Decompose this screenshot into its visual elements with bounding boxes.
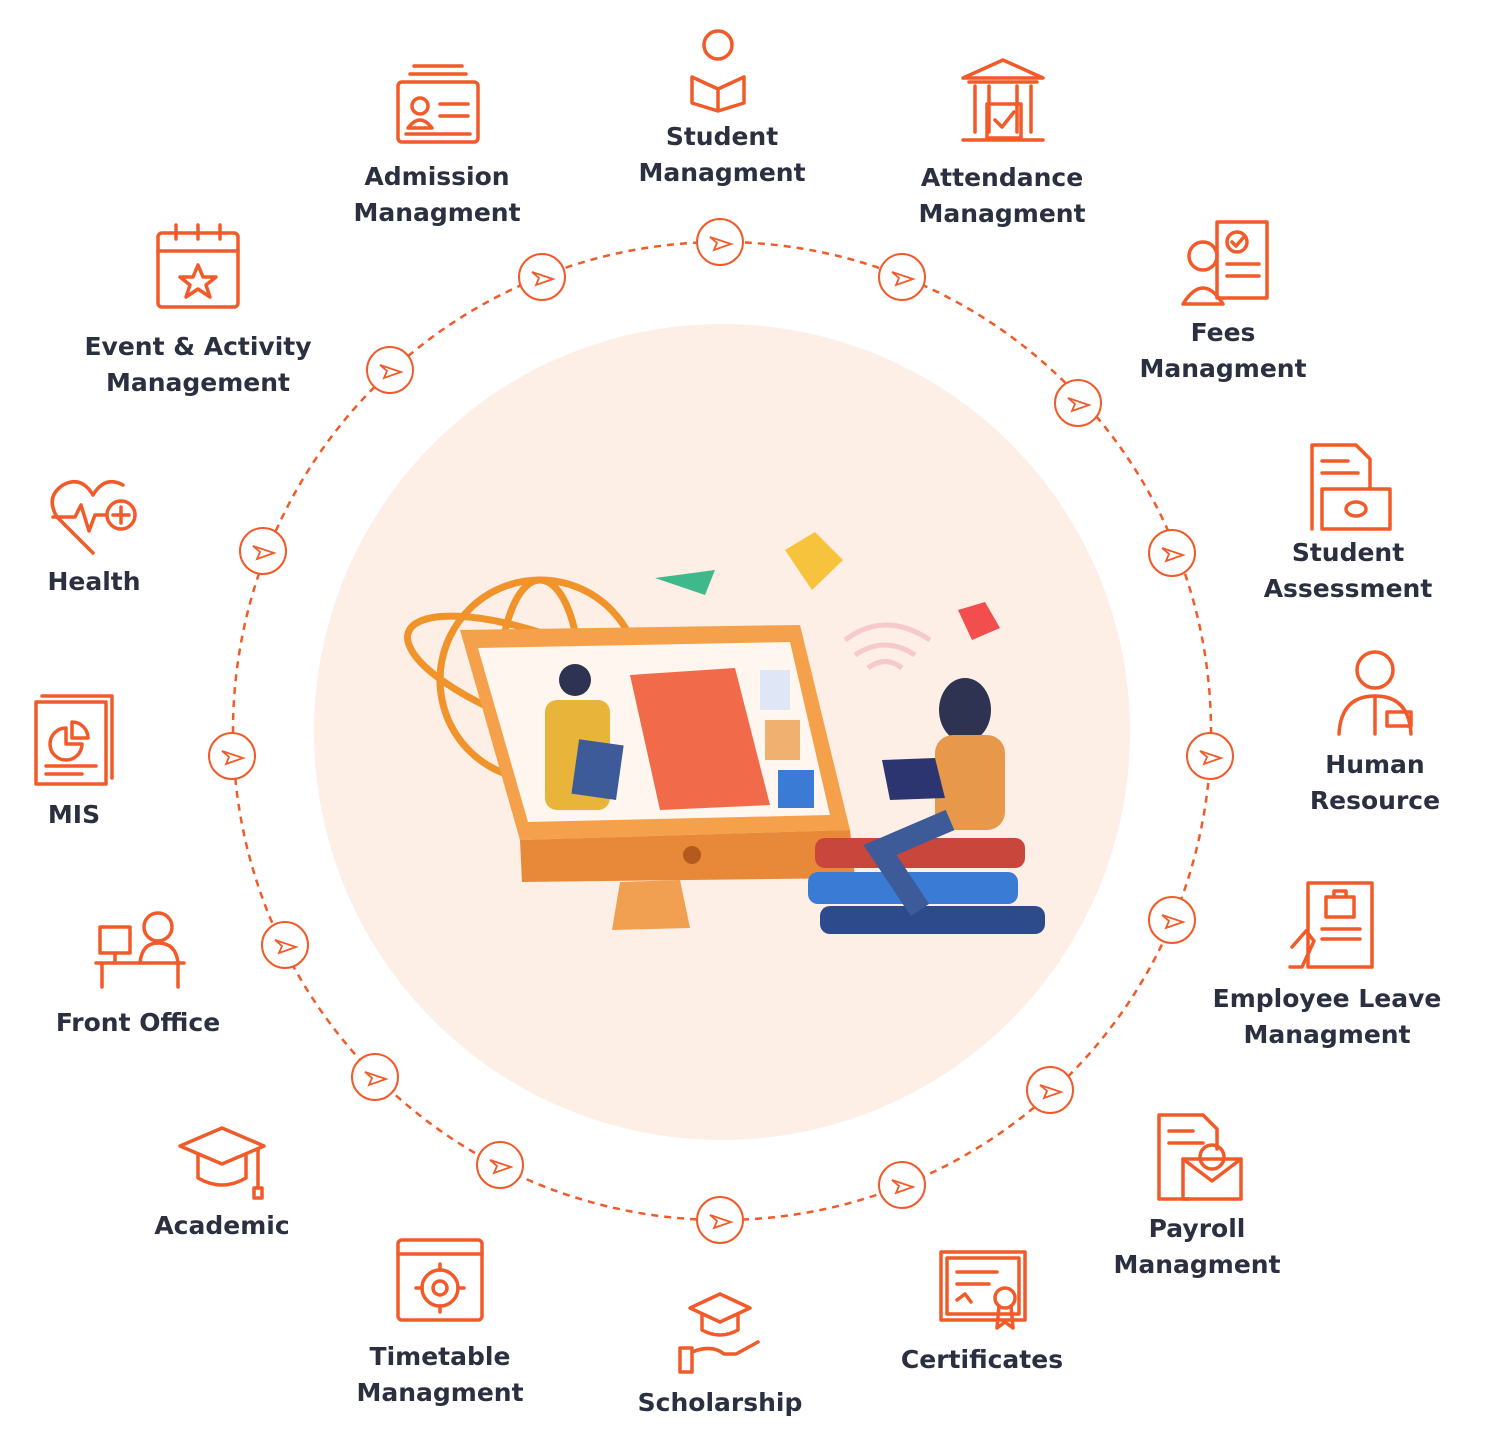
document-money-icon: [1300, 439, 1396, 535]
center-illustration: [404, 532, 1045, 934]
ring-node: [351, 1053, 399, 1101]
module-label-academic: Academic: [154, 1208, 289, 1244]
paper-plane-icon: [379, 364, 404, 380]
ring-node: [1054, 379, 1102, 427]
label-line: Managment: [353, 198, 521, 227]
module-label-front-office: Front Office: [56, 1005, 220, 1041]
label-line: Front Office: [55, 1008, 221, 1037]
label-line: Managment: [356, 1378, 524, 1407]
module-label-health: Health: [47, 564, 140, 600]
paper-plane-icon: [1161, 547, 1186, 563]
paper-plane-icon: [531, 271, 556, 287]
report-chart-icon: [26, 692, 122, 788]
label-line: Management: [105, 368, 291, 397]
ring-node: [696, 218, 744, 266]
heart-pulse-icon: [45, 467, 141, 563]
ring-node: [261, 921, 309, 969]
paper-plane-icon: [364, 1071, 389, 1087]
label-line: Event & Activity: [84, 332, 312, 361]
label-line: Payroll: [1148, 1214, 1246, 1243]
ring-node: [518, 253, 566, 301]
ring-node: [476, 1141, 524, 1189]
employee-icon: [1327, 642, 1423, 738]
label-line: Resource: [1309, 786, 1441, 815]
label-line: Managment: [918, 199, 1086, 228]
leave-form-icon: [1282, 877, 1378, 973]
certificate-icon: [935, 1242, 1031, 1338]
paper-plane-icon: [709, 1214, 734, 1230]
ring-node: [239, 527, 287, 575]
paper-plane-icon: [274, 939, 299, 955]
label-line: Admission: [364, 162, 510, 191]
label-line: Attendance: [920, 163, 1084, 192]
id-card-icon: [390, 54, 486, 150]
ring-node: [208, 732, 256, 780]
module-label-certificates: Certificates: [901, 1342, 1063, 1378]
label-line: Human: [1325, 750, 1425, 779]
module-label-mis: MIS: [48, 797, 100, 833]
paper-plane-icon: [1067, 397, 1092, 413]
gear-window-icon: [392, 1232, 488, 1328]
paper-plane-icon: [891, 271, 916, 287]
student-reading-icon: [670, 17, 766, 113]
label-line: Academic: [154, 1211, 290, 1240]
ring-node: [1186, 732, 1234, 780]
calendar-star-icon: [150, 217, 246, 313]
label-line: Employee Leave: [1212, 984, 1442, 1013]
paper-plane-icon: [891, 1179, 916, 1195]
label-line: Managment: [638, 158, 806, 187]
building-check-icon: [955, 52, 1051, 148]
paper-plane-icon: [221, 750, 246, 766]
paper-plane-icon: [489, 1159, 514, 1175]
ring-node: [696, 1196, 744, 1244]
paper-plane-icon: [1161, 914, 1186, 930]
ring-node: [1148, 896, 1196, 944]
label-line: Timetable: [369, 1342, 511, 1371]
hand-cap-icon: [672, 1282, 768, 1378]
paper-plane-icon: [1199, 750, 1224, 766]
ring-node: [878, 253, 926, 301]
label-line: Student: [665, 122, 779, 151]
ring-node: [878, 1161, 926, 1209]
paper-plane-icon: [1039, 1084, 1064, 1100]
label-line: Assessment: [1263, 574, 1433, 603]
label-line: Certificates: [900, 1345, 1064, 1374]
label-line: Managment: [1243, 1020, 1411, 1049]
label-line: Fees: [1190, 318, 1256, 347]
ring-node: [1148, 529, 1196, 577]
salary-envelope-icon: [1149, 1109, 1245, 1205]
label-line: Health: [47, 567, 141, 596]
person-checklist-icon: [1177, 214, 1273, 310]
module-label-scholarship: Scholarship: [638, 1385, 803, 1421]
label-line: Scholarship: [637, 1388, 803, 1417]
graduation-cap-icon: [174, 1112, 270, 1208]
paper-plane-icon: [252, 545, 277, 561]
ring-node: [366, 346, 414, 394]
label-line: MIS: [47, 800, 101, 829]
receptionist-icon: [92, 897, 188, 993]
paper-plane-icon: [709, 236, 734, 252]
label-line: Managment: [1139, 354, 1307, 383]
label-line: Student: [1291, 538, 1405, 567]
label-line: Managment: [1113, 1250, 1281, 1279]
ring-node: [1026, 1066, 1074, 1114]
